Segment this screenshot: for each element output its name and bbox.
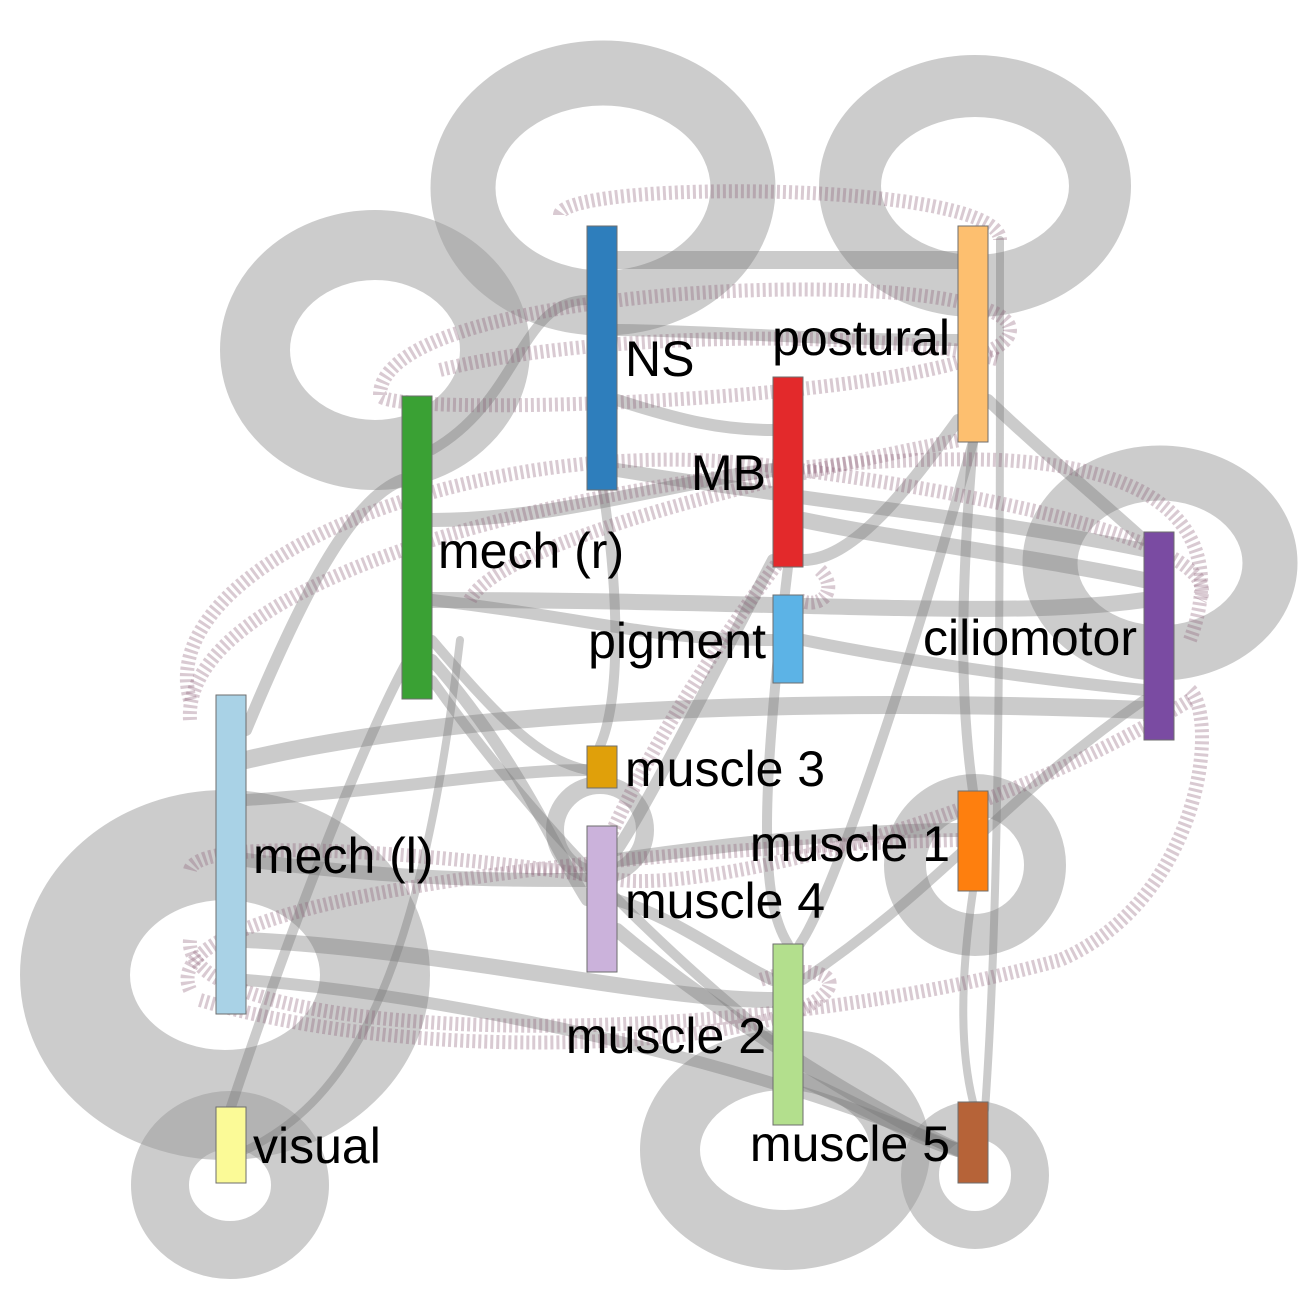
node-bar-muscle5 xyxy=(957,1101,989,1184)
ribbons-layer xyxy=(180,184,1210,1050)
node-bar-mech-r xyxy=(401,395,433,700)
edge-mechl-mechr xyxy=(240,474,408,736)
node-bar-visual xyxy=(215,1106,247,1184)
node-bar-muscle4 xyxy=(586,825,618,973)
edge-visual-mechr xyxy=(226,635,425,1112)
edge-mechr-mb xyxy=(425,463,780,527)
node-label-muscle3: muscle 3 xyxy=(625,741,825,797)
edge-postural-muscle5 xyxy=(981,236,1004,1114)
ribbon-mechl-ciliomotor xyxy=(183,694,1194,889)
node-muscle4[interactable]: muscle 4 xyxy=(586,825,825,973)
node-ciliomotor[interactable]: ciliomotor xyxy=(923,531,1175,741)
node-label-visual: visual xyxy=(253,1118,381,1174)
node-muscle3[interactable]: muscle 3 xyxy=(586,741,825,797)
edge-mechr-muscle3 xyxy=(427,635,592,775)
edge-visual-mechr-2 xyxy=(242,636,464,1154)
node-label-mb: MB xyxy=(691,445,766,501)
node-muscle5[interactable]: muscle 5 xyxy=(750,1101,989,1184)
ribbon-muscle4-mb xyxy=(593,555,786,863)
edge-mechl-muscle5 xyxy=(240,974,964,1156)
edge-muscle2-muscle5 xyxy=(796,1073,965,1157)
edge-mb-ciliomotor xyxy=(795,512,1152,588)
edge-mechr-ciliomotor xyxy=(424,592,1152,617)
edge-muscle4-muscle1 xyxy=(610,823,965,867)
edge-muscle4-muscle2 xyxy=(611,894,779,986)
edge-postural-ciliomotor xyxy=(982,394,1150,546)
node-bar-ciliomotor xyxy=(1143,531,1175,741)
ribbon-upper-ellipse xyxy=(373,282,1018,413)
edge-ns-postural-2 xyxy=(611,324,964,346)
edge-mechl-ciliomotor xyxy=(237,696,1153,769)
node-label-muscle4: muscle 4 xyxy=(625,873,825,929)
node-mech-l[interactable]: mech (l) xyxy=(215,694,434,1015)
node-label-ciliomotor: ciliomotor xyxy=(923,610,1137,666)
node-label-muscle1: muscle 1 xyxy=(750,816,950,872)
node-mech-r[interactable]: mech (r) xyxy=(401,395,624,700)
node-bar-ns xyxy=(586,225,618,491)
edge-postural-mb xyxy=(797,414,964,566)
node-bar-mech-l xyxy=(215,694,247,1015)
node-ns[interactable]: NS xyxy=(586,225,694,491)
edge-mechl-muscle4 xyxy=(239,853,594,887)
node-postural[interactable]: postural xyxy=(772,225,989,443)
ribbon-bottom-2 xyxy=(197,964,837,1050)
node-bar-muscle2 xyxy=(772,943,804,1126)
edge-mechl-muscle3 xyxy=(240,764,593,806)
edge-mb-muscle4 xyxy=(611,554,779,856)
node-label-muscle5: muscle 5 xyxy=(750,1116,950,1172)
node-bar-mb xyxy=(772,376,804,568)
edge-ns-muscle3 xyxy=(595,485,621,751)
edge-pigment-ciliomotor xyxy=(797,634,1150,696)
node-bar-muscle3 xyxy=(586,745,618,789)
ribbon-mb-pigment-hook xyxy=(796,565,836,610)
ribbon-top-inner xyxy=(438,331,1003,377)
node-muscle2[interactable]: muscle 2 xyxy=(566,943,804,1126)
edge-mechr-muscle2 xyxy=(427,675,778,1045)
node-label-ns: NS xyxy=(625,331,694,387)
node-label-pigment: pigment xyxy=(588,613,766,669)
ribbon-mechr-postural xyxy=(463,433,962,604)
node-bar-muscle1 xyxy=(957,790,989,892)
self-loop-mech-r xyxy=(220,210,530,490)
edge-ns-ciliomotor xyxy=(610,463,1151,557)
edge-mechl-muscle2 xyxy=(238,932,781,1008)
nodes-layer: NS postural MB mech (r) pigment ciliomot… xyxy=(215,225,1175,1184)
edge-mechr-pigment xyxy=(426,594,779,646)
node-bar-pigment xyxy=(772,594,804,684)
edge-postural-muscle2 xyxy=(795,437,978,949)
node-pigment[interactable]: pigment xyxy=(588,594,804,684)
node-label-mech-r: mech (r) xyxy=(438,523,624,579)
node-label-mech-l: mech (l) xyxy=(253,828,434,884)
edge-mechr-muscle4 xyxy=(426,654,593,906)
ribbon-ns-postural-top xyxy=(553,184,1007,242)
node-label-muscle2: muscle 2 xyxy=(566,1008,766,1064)
node-visual[interactable]: visual xyxy=(215,1106,381,1184)
node-bar-postural xyxy=(957,225,989,443)
ribbon-lower-left xyxy=(180,833,959,993)
node-muscle1[interactable]: muscle 1 xyxy=(750,790,989,892)
node-mb[interactable]: MB xyxy=(691,376,804,568)
ribbon-bottom-arc xyxy=(182,685,1210,1033)
edge-mechr-ns xyxy=(427,295,592,455)
edge-muscle1-muscle5 xyxy=(959,887,977,1106)
edge-postural-muscle1 xyxy=(958,437,978,796)
node-label-postural: postural xyxy=(772,310,950,366)
ribbon-mid-arc-2 xyxy=(182,452,1209,721)
edge-ns-mb xyxy=(611,394,779,436)
